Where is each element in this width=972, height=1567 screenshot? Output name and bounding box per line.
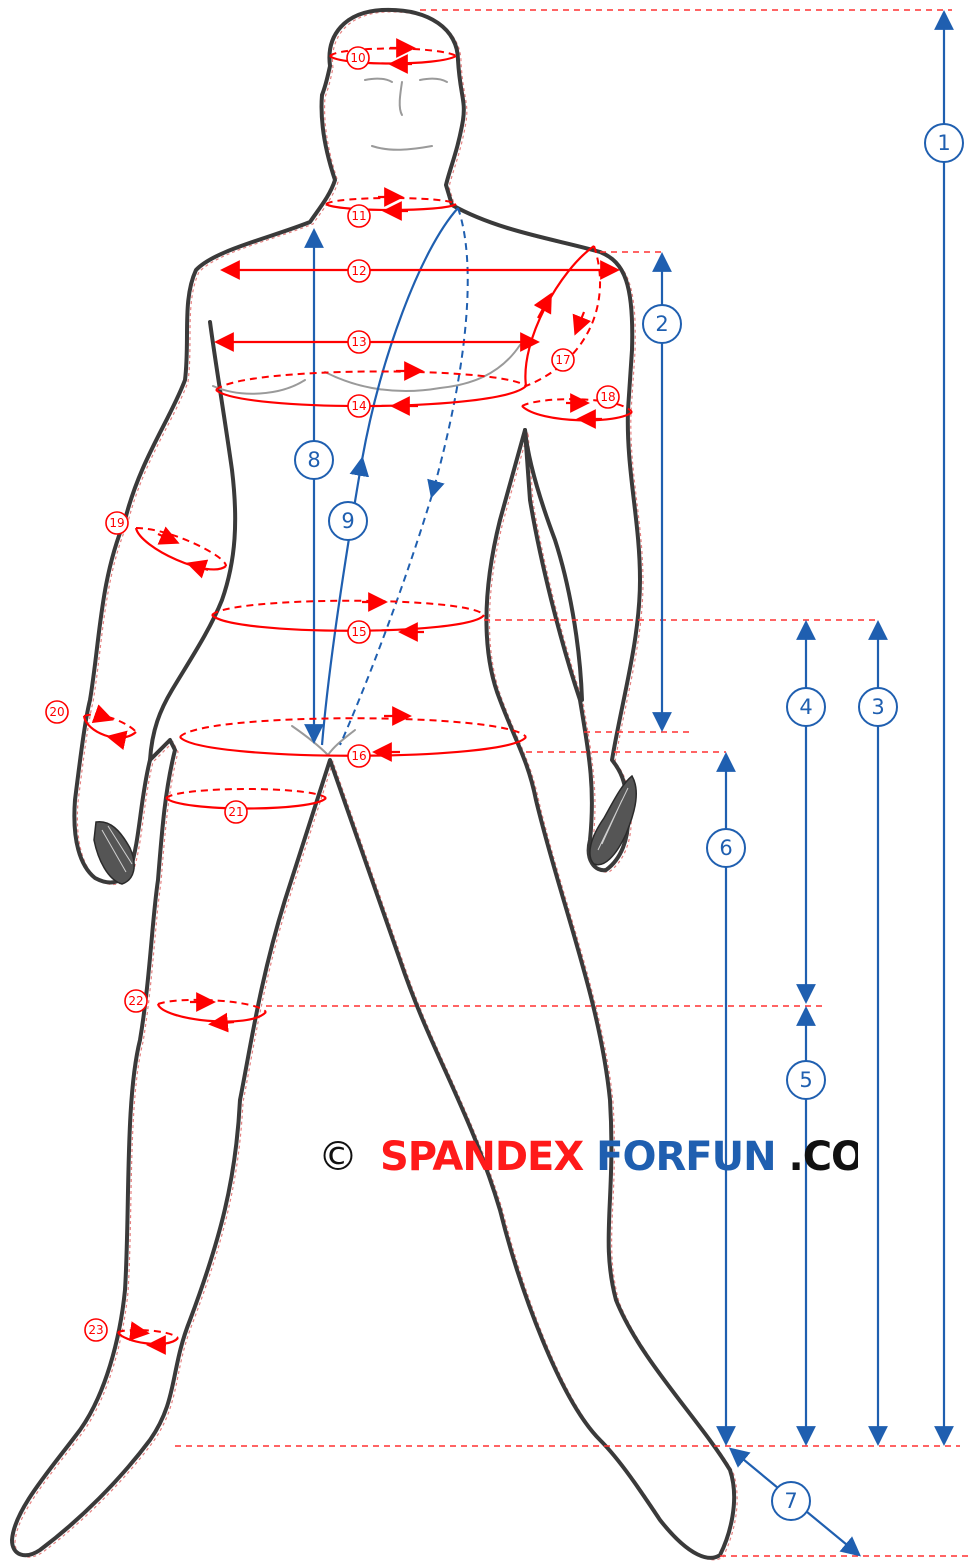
watermark-word-red: SPANDEX [380,1134,584,1180]
measurement-badge-13: 13 [348,331,370,353]
measurement-label-10: 10 [350,51,365,65]
measurement-badge-12: 12 [348,260,370,282]
measurement-badge-7: 7 [772,1482,810,1520]
svg-text:© SPANDEX FORFUN .: © SPANDEX FORFUN .COM [318,1134,858,1180]
measurement-label-14: 14 [351,399,366,413]
measurement-badge-10: 10 [347,47,369,69]
measurement-label-7: 7 [784,1489,797,1513]
right-hand-icon [590,776,636,865]
measurement-badge-3: 3 [859,688,897,726]
measurement-label-13: 13 [351,335,366,349]
guide-lines [175,10,972,1556]
measurement-badge-11: 11 [348,205,370,227]
watermark-word-blue: FORFUN [596,1134,775,1180]
measurement-label-16: 16 [351,749,366,763]
measurement-label-6: 6 [719,836,732,860]
measurement-label-21: 21 [228,805,243,819]
left-hand-icon [94,822,134,884]
measurement-label-1: 1 [937,131,950,155]
measurement-label-4: 4 [799,695,812,719]
measurement-badge-6: 6 [707,829,745,867]
measurement-badge-19: 19 [106,512,128,534]
measurement-badge-9: 9 [329,502,367,540]
measurement-badge-1: 1 [925,124,963,162]
measurement-badge-8: 8 [295,441,333,479]
measurement-badge-14: 14 [348,395,370,417]
watermark-word-black: .COM [789,1134,859,1180]
measurement-badge-17: 17 [552,349,574,371]
copyright-symbol: © [318,1134,357,1180]
measurement-label-9: 9 [341,509,354,533]
measurement-label-18: 18 [600,390,615,404]
measurement-badge-4: 4 [787,688,825,726]
site-watermark: © SPANDEX FORFUN .COM [318,1126,858,1186]
measurement-label-5: 5 [799,1068,812,1092]
measurement-label-2: 2 [655,312,668,336]
measurement-label-8: 8 [307,448,320,472]
measurement-label-23: 23 [88,1323,103,1337]
measurement-badge-20: 20 [46,701,68,723]
measurement-label-22: 22 [128,994,143,1008]
measurement-label-15: 15 [351,625,366,639]
measurement-badge-2: 2 [643,305,681,343]
measurement-badge-21: 21 [225,801,247,823]
measurement-label-3: 3 [871,695,884,719]
measurement-badge-5: 5 [787,1061,825,1099]
measurement-badge-22: 22 [125,990,147,1012]
measurement-label-17: 17 [555,353,570,367]
measurement-badge-15: 15 [348,621,370,643]
measurement-badge-16: 16 [348,745,370,767]
measurement-badge-18: 18 [597,386,619,408]
measurement-label-12: 12 [351,264,366,278]
measurement-badge-23: 23 [85,1319,107,1341]
measurement-label-19: 19 [109,516,124,530]
measurement-label-20: 20 [49,705,64,719]
measurement-label-11: 11 [351,209,366,223]
